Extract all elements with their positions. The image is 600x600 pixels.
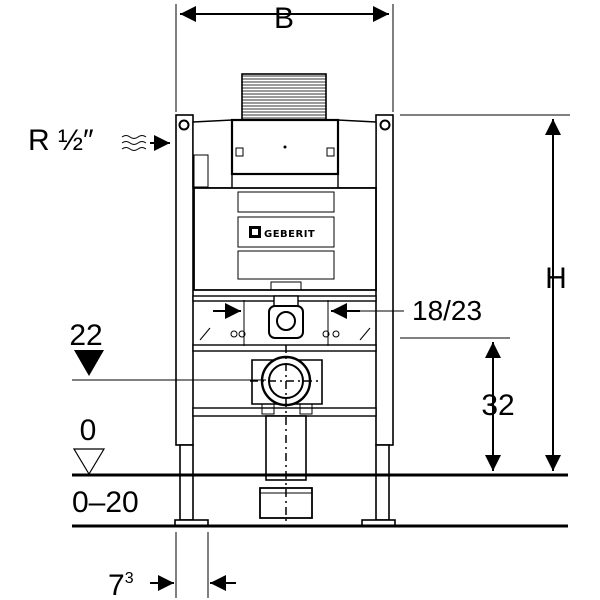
- flush-outlet: 18/23: [213, 295, 482, 346]
- brand-logo: GEBERIT: [249, 226, 315, 240]
- foot-offset-dimension: 73: [108, 532, 236, 600]
- water-wave-icon: [121, 135, 147, 151]
- width-dimension: B: [175, 2, 394, 112]
- water-connection-label: R ½″: [28, 124, 94, 157]
- height-dimension: H: [400, 114, 570, 471]
- cistern-cover: [241, 73, 327, 121]
- floor-level: 0 0–20: [72, 414, 568, 528]
- floor-level-triangle-icon: [72, 448, 106, 476]
- foot-offset-label: 73: [108, 569, 134, 600]
- brand-text: GEBERIT: [264, 229, 315, 240]
- frame-left-post: [174, 114, 209, 527]
- floor-range-label: 0–20: [72, 486, 139, 519]
- height-32-dimension: 32: [400, 337, 515, 471]
- water-connection: R ½″: [28, 124, 170, 157]
- cistern-body: [193, 187, 377, 291]
- level-down-arrow-icon: [74, 350, 104, 376]
- outlet-width-label: 18/23: [412, 295, 482, 326]
- level-0-label: 0: [80, 414, 97, 447]
- height-32-label: 32: [481, 389, 514, 422]
- height-label: H: [545, 262, 567, 295]
- width-label: B: [274, 2, 294, 35]
- level-22-marker: 22: [69, 319, 266, 381]
- cistern: GEBERIT: [192, 73, 377, 291]
- drain-connection: [250, 345, 323, 522]
- level-22-label: 22: [69, 319, 102, 352]
